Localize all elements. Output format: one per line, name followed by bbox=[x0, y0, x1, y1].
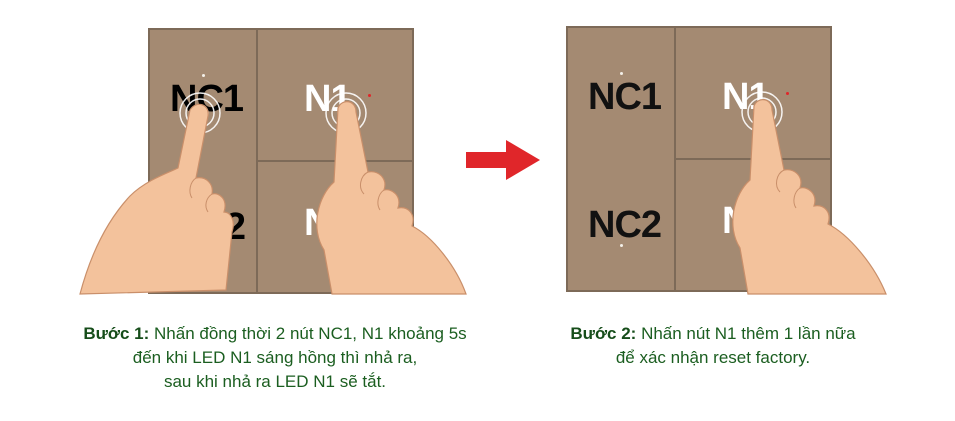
panel-divider-vertical bbox=[256, 30, 258, 292]
step1-line1: Bước 1: Nhấn đồng thời 2 nút NC1, N1 kho… bbox=[40, 322, 510, 346]
step1-line3: sau khi nhả ra LED N1 sẽ tắt. bbox=[163, 372, 387, 391]
panel-divider-vertical bbox=[674, 28, 676, 290]
led-indicator-nc1 bbox=[620, 72, 623, 75]
step1-line1-text: Nhấn đồng thời 2 nút NC1, N1 khoảng 5s bbox=[154, 324, 467, 343]
step1-caption: Bước 1: Nhấn đồng thời 2 nút NC1, N1 kho… bbox=[40, 322, 510, 394]
led-indicator-nc2 bbox=[620, 244, 623, 247]
key-label-nc1[interactable]: NC1 bbox=[588, 76, 662, 118]
led-indicator-n1-red bbox=[786, 92, 789, 95]
step2-line1-text: Nhấn nút N1 thêm 1 lần nữa bbox=[641, 324, 856, 343]
led-indicator-n1-red bbox=[368, 94, 371, 97]
step1-title: Bước 1: bbox=[83, 324, 150, 343]
right-arrow-icon bbox=[466, 140, 540, 180]
step1-line2: đến khi LED N1 sáng hồng thì nhả ra, bbox=[132, 348, 418, 367]
step2-title: Bước 2: bbox=[570, 324, 637, 343]
key-label-nc2[interactable]: NC2 bbox=[588, 204, 662, 246]
step2-caption: Bước 2: Nhấn nút N1 thêm 1 lần nữa để xá… bbox=[528, 322, 898, 370]
led-indicator-nc1 bbox=[202, 74, 205, 77]
step2-line2: để xác nhận reset factory. bbox=[615, 348, 811, 367]
step2-line1: Bước 2: Nhấn nút N1 thêm 1 lần nữa bbox=[528, 322, 898, 346]
